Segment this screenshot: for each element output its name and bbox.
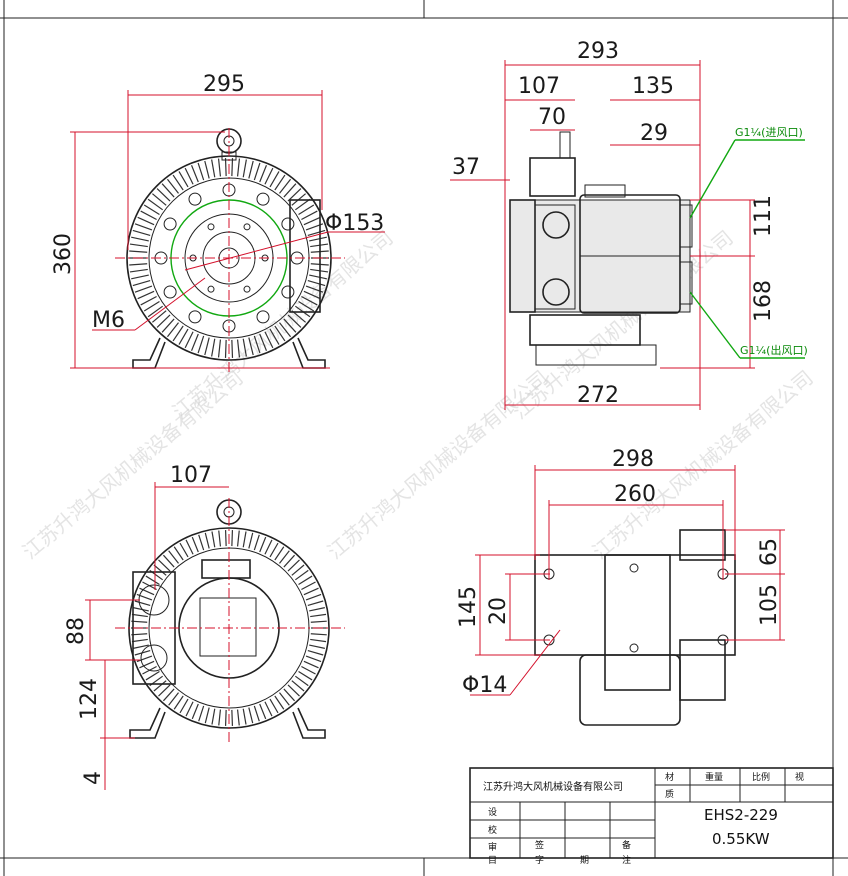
dim-rear-88: 88: [64, 617, 89, 645]
tb-view: 视: [795, 771, 804, 783]
dim-bottom-20: 20: [486, 597, 511, 625]
tb-col-date: 目: [488, 855, 497, 866]
dim-side-111: 111: [751, 195, 776, 237]
dim-side-total: 293: [577, 39, 619, 64]
svg-text:江苏升鸿大风机械设备有限公司: 江苏升鸿大风机械设备有限公司: [323, 365, 553, 563]
dim-side-base: 272: [577, 383, 619, 408]
dim-bottom-105: 105: [757, 584, 782, 626]
label-inlet: G1¼(进风口): [735, 126, 803, 139]
front-view: 295 360 Φ153 M6: [51, 72, 385, 372]
dim-bottom-hole: Φ14: [462, 673, 507, 698]
watermark: 江苏升鸿大风机械设备有限公司 江苏升鸿大风机械设备有限公司 江苏升鸿大风机械设备…: [18, 225, 818, 563]
dim-rear-124: 124: [77, 678, 102, 720]
dim-rear-107: 107: [170, 463, 212, 488]
tb-model: EHS2-229: [704, 806, 778, 824]
dim-front-width: 295: [203, 72, 245, 97]
bottom-view: 298 260 65 105 145 20 Φ14: [456, 447, 785, 726]
tb-weight: 重量: [705, 771, 723, 783]
tb-col-day: 期: [580, 855, 589, 866]
tb-row-review: 审: [488, 841, 497, 853]
rear-view: 107 88 124 4: [64, 463, 345, 790]
tb-power: 0.55KW: [712, 830, 770, 848]
dim-front-circle: Φ153: [325, 211, 384, 236]
dim-side-37: 37: [452, 155, 480, 180]
svg-text:江苏升鸿大风机械设备有限公司: 江苏升鸿大风机械设备有限公司: [168, 225, 398, 423]
tb-material-b: 质: [665, 788, 674, 800]
dim-bottom-65: 65: [757, 538, 782, 566]
dim-front-height: 360: [51, 233, 76, 275]
rear-fins: [131, 530, 327, 726]
dim-bottom-260: 260: [614, 482, 656, 507]
tb-col-note: 备: [622, 839, 631, 851]
tb-scale: 比例: [752, 771, 770, 783]
dim-side-107: 107: [518, 74, 560, 99]
tb-row-design: 设: [488, 807, 497, 818]
dim-side-70: 70: [538, 105, 566, 130]
tb-col-sign: 签: [535, 839, 544, 851]
dim-bottom-145: 145: [456, 586, 481, 628]
tb-col-name: 字: [535, 854, 544, 866]
dim-front-thread: M6: [92, 308, 125, 333]
tb-col-note2: 注: [622, 854, 631, 866]
dim-rear-4: 4: [81, 771, 106, 785]
tb-row-check: 校: [488, 824, 497, 836]
dim-side-135: 135: [632, 74, 674, 99]
tb-material-a: 材: [665, 771, 674, 783]
dim-bottom-298: 298: [612, 447, 654, 472]
tb-company: 江苏升鸿大风机械设备有限公司: [483, 780, 623, 793]
title-block: 江苏升鸿大风机械设备有限公司 材 质 重量 比例 视 设 校 审 目 签 字 期…: [469, 767, 834, 866]
side-view: 293 107 135 70 29 37 272 111 168 G1¼(进风口…: [450, 39, 808, 410]
front-fins: [129, 158, 329, 358]
dim-side-29: 29: [640, 121, 668, 146]
label-outlet: G1¼(出风口): [740, 343, 808, 357]
dim-side-168: 168: [751, 280, 776, 322]
